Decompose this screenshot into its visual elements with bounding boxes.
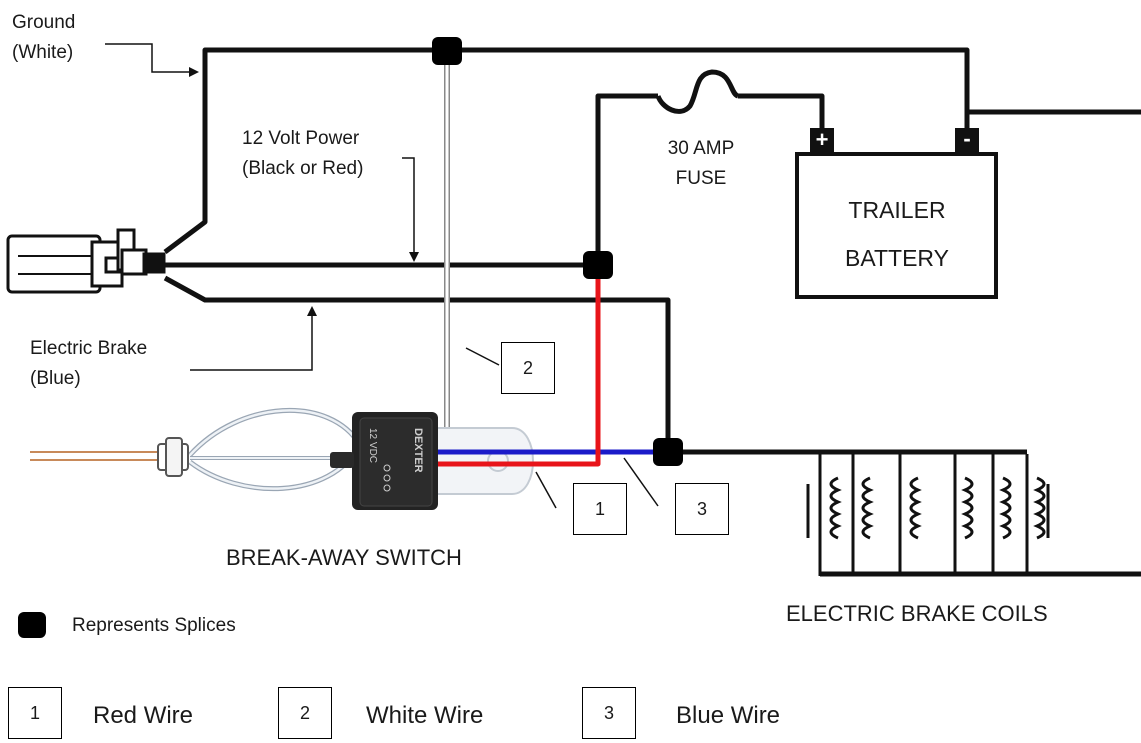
callout-box-1: 1 xyxy=(573,483,627,535)
ground-label-line2: (White) xyxy=(12,42,74,63)
battery-label: TRAILER BATTERY xyxy=(797,186,997,282)
power-label-line1: 12 Volt Power xyxy=(242,128,360,149)
callout-box-3: 3 xyxy=(675,483,729,535)
splice-ground xyxy=(432,37,462,65)
battery-minus-label: - xyxy=(963,126,970,151)
battery-minus-terminal xyxy=(955,128,979,152)
pointer-arrowheads xyxy=(189,67,419,316)
battery-plus-terminal xyxy=(810,128,834,152)
brake-coils xyxy=(806,454,1141,577)
brake-label-line1: Electric Brake xyxy=(30,338,148,359)
callout-box-2: 2 xyxy=(501,342,555,394)
power-wire xyxy=(165,93,825,268)
power-label: 12 Volt Power (Black or Red) xyxy=(242,124,363,184)
switch-title: BREAK-AWAY SWITCH xyxy=(226,545,462,570)
splice-legend-icon xyxy=(18,612,46,638)
trailer-plug xyxy=(6,228,166,294)
brake-wire xyxy=(163,275,1027,455)
power-label-line2: (Black or Red) xyxy=(242,158,364,179)
legend-box-2: 2 xyxy=(278,687,332,739)
battery-plus-label: + xyxy=(816,127,829,152)
legend-box-1: 1 xyxy=(8,687,62,739)
breakaway-cable xyxy=(30,407,363,492)
ground-label: Ground (White) xyxy=(12,8,75,68)
legend-text-1: Red Wire xyxy=(93,702,194,729)
battery-label-line1: TRAILER xyxy=(848,197,946,223)
ground-wire xyxy=(163,47,1141,254)
trailer-battery: + - xyxy=(795,112,998,299)
coils-title: ELECTRIC BRAKE COILS xyxy=(786,601,1048,626)
brake-label-line2: (Blue) xyxy=(30,368,81,389)
fuse xyxy=(655,69,740,114)
splice-power xyxy=(583,251,613,279)
splice-brake xyxy=(653,438,683,466)
legend-box-3: 3 xyxy=(582,687,636,739)
switch-voltage-label: 12 VDC xyxy=(367,428,378,463)
brake-label: Electric Brake (Blue) xyxy=(30,334,147,394)
battery-label-line2: BATTERY xyxy=(845,245,949,271)
fuse-label: 30 AMP FUSE xyxy=(655,134,747,194)
breakaway-pin xyxy=(429,427,534,495)
splices xyxy=(18,37,683,638)
legend-text-3: Blue Wire xyxy=(676,702,781,729)
fuse-label-line2: FUSE xyxy=(675,168,727,189)
red-wire xyxy=(438,270,601,467)
splice-legend-label: Represents Splices xyxy=(72,615,236,636)
ground-label-line1: Ground xyxy=(12,12,76,33)
legend-text-2: White Wire xyxy=(366,702,484,729)
switch-brand-label: DEXTER xyxy=(412,428,424,473)
fuse-label-line1: 30 AMP xyxy=(667,138,735,159)
label-pointers xyxy=(105,43,659,509)
breakaway-switch-body: DEXTER 12 VDC xyxy=(330,412,438,510)
